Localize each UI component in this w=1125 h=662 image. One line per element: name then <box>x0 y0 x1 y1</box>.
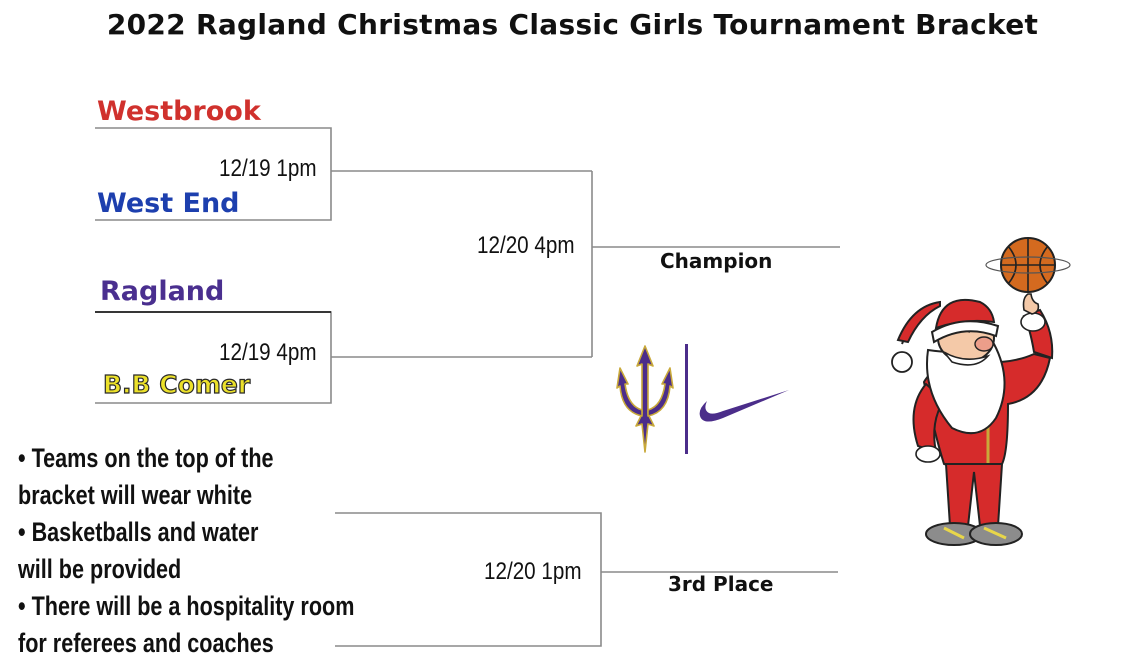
note-1-line-1: • Teams on the top of the <box>18 443 274 473</box>
page-title: 2022 Ragland Christmas Classic Girls Tou… <box>106 8 1039 41</box>
note-3-line-2: for referees and coaches <box>18 628 274 658</box>
team-ragland: Ragland <box>100 276 225 307</box>
note-2-line-1: • Basketballs and water <box>18 517 259 547</box>
team-westbrook: Westbrook <box>97 96 261 127</box>
note-3-line-1: • There will be a hospitality room <box>18 591 355 621</box>
team-west-end: West End <box>97 188 240 219</box>
note-2-line-2: will be provided <box>18 554 182 584</box>
third-place-label: 3rd Place <box>668 572 774 596</box>
third-place-time: 12/20 1pm <box>484 558 582 585</box>
santa-basketball-icon <box>891 237 1071 546</box>
basketball-icon <box>985 237 1071 293</box>
champion-label: Champion <box>660 249 773 273</box>
trident-logo-icon <box>616 345 674 453</box>
notes-list: • Teams on the top of the bracket will w… <box>18 440 354 662</box>
swoosh-logo-icon <box>699 390 789 422</box>
note-1-line-2: bracket will wear white <box>18 480 253 510</box>
final-time: 12/20 4pm <box>477 232 575 259</box>
semifinal-1-time: 12/19 1pm <box>219 155 317 182</box>
team-bb-comer: B.B Comer <box>102 369 251 399</box>
logo-divider <box>685 344 688 454</box>
semifinal-2-time: 12/19 4pm <box>219 339 317 366</box>
